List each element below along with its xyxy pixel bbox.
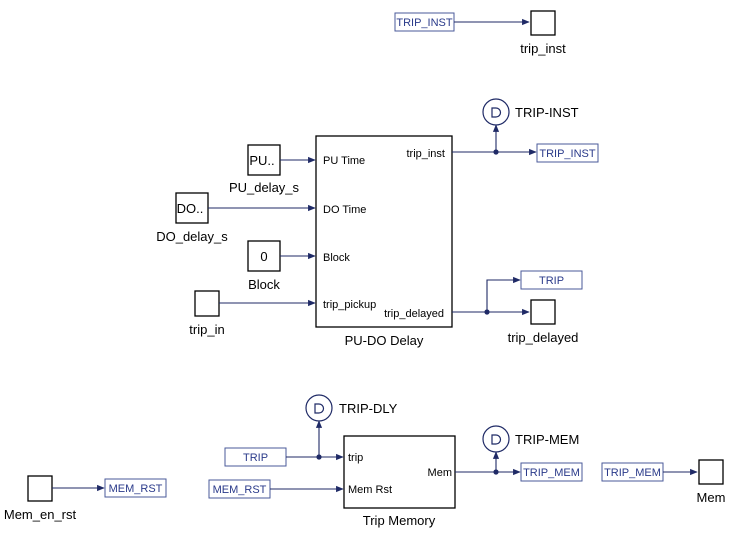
svg-text:trip: trip (348, 452, 363, 464)
signal-label-trip-out[interactable]: TRIP (520, 270, 583, 290)
signal-label-trip-in-mem[interactable]: TRIP (224, 447, 287, 467)
constant-pu-delay[interactable]: PU.. PU_delay_s (229, 144, 300, 195)
input-port-trip-in[interactable]: trip_in (189, 290, 225, 337)
svg-text:0: 0 (260, 249, 267, 264)
signal-label-trip-inst-top[interactable]: TRIP_INST (394, 12, 455, 32)
svg-text:trip_pickup: trip_pickup (323, 299, 376, 311)
svg-text:MEM_RST: MEM_RST (213, 484, 267, 496)
svg-text:PU Time: PU Time (323, 155, 365, 167)
constant-do-delay[interactable]: DO.. DO_delay_s (156, 192, 228, 244)
svg-text:trip_delayed: trip_delayed (384, 308, 444, 320)
probe-trip-mem[interactable]: TRIP-MEM (482, 425, 579, 453)
input-port-mem-en-rst[interactable]: Mem_en_rst (4, 475, 77, 522)
svg-text:TRIP-DLY: TRIP-DLY (339, 401, 398, 416)
svg-text:Mem: Mem (697, 490, 726, 505)
svg-text:DO Time: DO Time (323, 204, 366, 216)
svg-text:Block: Block (323, 252, 350, 264)
svg-text:TRIP_INST: TRIP_INST (396, 17, 453, 29)
output-port-trip-inst[interactable]: trip_inst (520, 10, 566, 56)
trip-memory-block[interactable]: trip Mem Rst Mem Trip Memory (343, 435, 456, 528)
svg-text:Mem: Mem (428, 467, 452, 479)
signal-label-mem-rst-in[interactable]: MEM_RST (208, 479, 271, 499)
svg-text:trip_delayed: trip_delayed (508, 330, 579, 345)
svg-text:Mem Rst: Mem Rst (348, 484, 392, 496)
svg-text:TRIP-INST: TRIP-INST (515, 105, 579, 120)
svg-text:TRIP_INST: TRIP_INST (539, 148, 596, 160)
signal-label-trip-mem-out[interactable]: TRIP_MEM (520, 462, 583, 482)
svg-text:TRIP-MEM: TRIP-MEM (515, 432, 579, 447)
output-port-mem[interactable]: Mem (697, 459, 726, 505)
svg-text:trip_inst: trip_inst (406, 148, 445, 160)
output-port-trip-delayed[interactable]: trip_delayed (508, 299, 579, 345)
svg-text:PU-DO Delay: PU-DO Delay (345, 333, 424, 348)
probe-icon (491, 434, 502, 445)
signal-label-trip-mem-in[interactable]: TRIP_MEM (601, 462, 664, 482)
probe-trip-inst[interactable]: TRIP-INST (482, 98, 579, 126)
svg-text:PU_delay_s: PU_delay_s (229, 180, 300, 195)
svg-text:Block: Block (248, 277, 280, 292)
svg-text:DO..: DO.. (177, 201, 204, 216)
svg-text:TRIP: TRIP (539, 275, 564, 287)
svg-text:DO_delay_s: DO_delay_s (156, 229, 228, 244)
probe-icon (314, 403, 325, 414)
constant-block[interactable]: 0 Block (247, 240, 281, 292)
probe-trip-dly[interactable]: TRIP-DLY (305, 394, 398, 422)
wire-trip-branch (486, 276, 521, 312)
pu-do-delay-block[interactable]: PU Time DO Time Block trip_pickup trip_i… (315, 135, 453, 348)
svg-text:trip_inst: trip_inst (520, 41, 566, 56)
signal-label-trip-inst-out[interactable]: TRIP_INST (536, 143, 599, 163)
svg-text:TRIP_MEM: TRIP_MEM (604, 467, 661, 479)
svg-text:Trip Memory: Trip Memory (363, 513, 436, 528)
svg-text:trip_in: trip_in (189, 322, 224, 337)
svg-text:MEM_RST: MEM_RST (109, 483, 163, 495)
svg-text:TRIP_MEM: TRIP_MEM (523, 467, 580, 479)
probe-icon (491, 107, 502, 118)
svg-text:Mem_en_rst: Mem_en_rst (4, 507, 77, 522)
signal-label-mem-rst-out[interactable]: MEM_RST (104, 478, 167, 498)
svg-text:TRIP: TRIP (243, 452, 268, 464)
svg-text:PU..: PU.. (249, 153, 274, 168)
